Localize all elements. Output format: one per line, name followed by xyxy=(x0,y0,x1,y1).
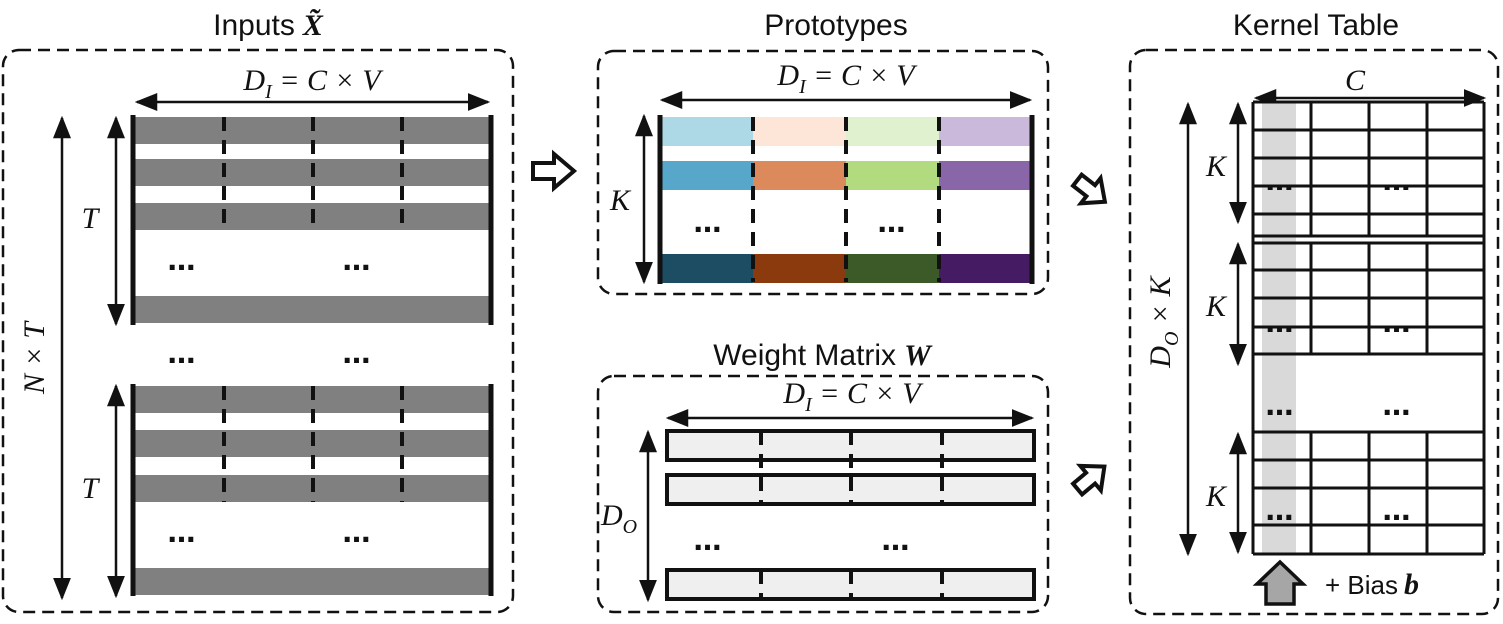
prototypes-title: Prototypes xyxy=(764,9,907,42)
kernel-group-label: K xyxy=(1205,150,1228,183)
kernel-panel-border xyxy=(1128,48,1500,616)
inputs-group-1: T … … xyxy=(82,115,494,327)
prototypes-height-label: K xyxy=(609,184,632,217)
kernel-dots: … xyxy=(1383,389,1412,422)
inputs-height-label: N × T xyxy=(18,320,51,395)
prototype-cell xyxy=(846,117,939,146)
input-row xyxy=(133,568,491,595)
inputs-group-dots: … xyxy=(168,337,197,370)
prototypes-dots: … xyxy=(878,206,907,239)
kernel-dots: … xyxy=(1266,389,1295,422)
inputs-row-dots: … xyxy=(168,516,197,549)
prototype-cell xyxy=(660,254,753,283)
kernel-width-label: C xyxy=(1345,64,1366,97)
prototype-cell xyxy=(846,254,939,283)
kernel-group-label: K xyxy=(1205,290,1228,323)
weights-dots: … xyxy=(882,524,911,557)
kernel-dots: … xyxy=(1266,306,1295,339)
inputs-row-dots: … xyxy=(168,244,197,277)
prototype-cell xyxy=(939,161,1032,190)
inputs-width-label: DI = C × V xyxy=(242,64,384,103)
kernel-title: Kernel Table xyxy=(1233,9,1399,42)
prototypes-panel-border xyxy=(596,49,1050,296)
kernel-grid xyxy=(1251,100,1486,556)
kernel-dots: … xyxy=(1383,164,1412,197)
kernel-dots: … xyxy=(1383,306,1412,339)
prototypes-width-label: DI = C × V xyxy=(776,59,918,98)
diagonal-arrow-icon xyxy=(1070,463,1107,498)
diagonal-arrow-icon xyxy=(1070,171,1108,206)
prototype-cell xyxy=(660,161,753,190)
prototype-cell xyxy=(846,161,939,190)
inputs-group-dots: … xyxy=(343,337,372,370)
prototype-cells xyxy=(660,117,1032,283)
inputs-group-2: T … … xyxy=(82,383,494,599)
prototype-cell xyxy=(939,117,1032,146)
kernel-dots: … xyxy=(1383,494,1412,527)
prototypes-panel: Prototypes DI = C × V K … … xyxy=(596,9,1050,296)
input-row xyxy=(133,296,491,323)
inputs-group-1-label: T xyxy=(82,202,101,235)
kernel-group-label: K xyxy=(1205,480,1228,513)
prototypes-dots: … xyxy=(694,206,723,239)
inputs-panel-border xyxy=(1,48,515,614)
prototype-cell xyxy=(660,117,753,146)
prototype-cell xyxy=(753,161,846,190)
kernel-dots: … xyxy=(1266,494,1295,527)
up-arrow-icon xyxy=(1252,559,1308,606)
weights-panel-border xyxy=(596,374,1050,614)
prototype-cell xyxy=(753,117,846,146)
prototype-cell xyxy=(939,254,1032,283)
prototype-cell xyxy=(753,254,846,283)
weights-height-label: DO xyxy=(600,499,637,538)
weights-dots: … xyxy=(694,524,723,557)
kernel-dots: … xyxy=(1266,164,1295,197)
right-arrow-icon xyxy=(531,149,578,193)
kernel-panel: Kernel Table C DO × K K K K … … … … … … … xyxy=(1128,9,1500,616)
kernel-height-label: DO × K xyxy=(1144,274,1183,368)
weight-dividers xyxy=(759,431,944,600)
inputs-row-dots: … xyxy=(343,516,372,549)
weights-width-label: DI = C × V xyxy=(782,377,924,416)
inputs-row-dots: … xyxy=(343,244,372,277)
inputs-group-2-label: T xyxy=(82,472,101,505)
